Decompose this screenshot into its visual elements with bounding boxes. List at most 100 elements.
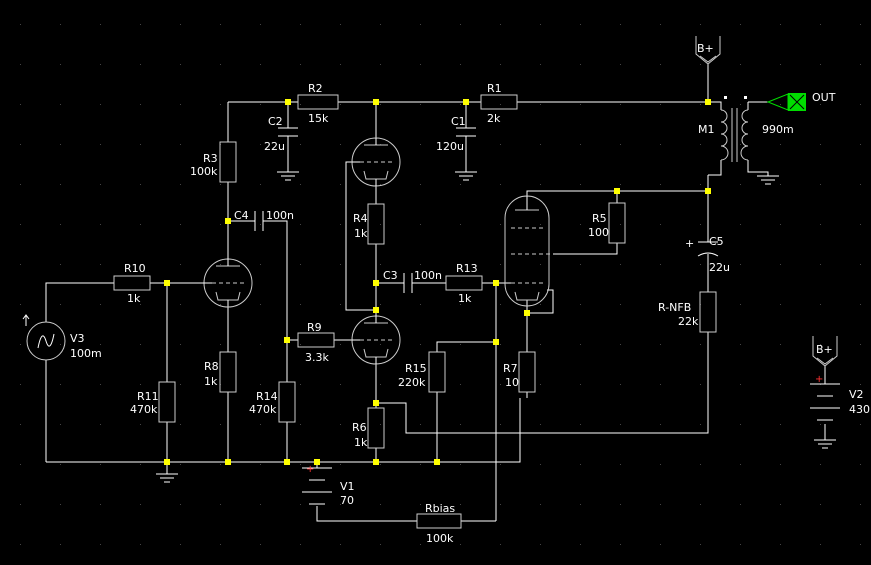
v2-plus: + <box>815 374 823 385</box>
label-out: OUT <box>812 91 836 104</box>
grid-dot <box>380 264 381 265</box>
grid-dot <box>420 104 421 105</box>
grid-dot <box>20 24 21 25</box>
grid-dot <box>460 64 461 65</box>
output-port[interactable] <box>766 93 806 111</box>
junction-dot <box>225 459 231 465</box>
grid-dot <box>220 464 221 465</box>
grid-dot <box>460 144 461 145</box>
label-r6-value: 1k <box>354 436 368 449</box>
grid-dot <box>340 144 341 145</box>
resistor-r9[interactable] <box>297 332 335 348</box>
grid-dot <box>20 544 21 545</box>
grid-dot <box>660 224 661 225</box>
battery-v2[interactable] <box>810 383 840 421</box>
grid-dot <box>540 224 541 225</box>
grid-dot <box>780 504 781 505</box>
resistor-r10[interactable] <box>113 275 151 291</box>
triode-input[interactable] <box>203 258 253 308</box>
resistor-r11[interactable] <box>158 381 176 423</box>
grid-dot <box>300 544 301 545</box>
grid-dot <box>420 224 421 225</box>
grid-dot <box>260 224 261 225</box>
junction-dot <box>285 99 291 105</box>
grid-dot <box>20 424 21 425</box>
m1-dot-primary <box>724 96 727 99</box>
ground-symbol <box>757 175 779 185</box>
resistor-r3[interactable] <box>219 141 237 183</box>
grid-dot <box>140 104 141 105</box>
grid-dot <box>660 464 661 465</box>
grid-dot <box>660 24 661 25</box>
grid-dot <box>20 104 21 105</box>
grid-dot <box>340 184 341 185</box>
grid-dot <box>740 304 741 305</box>
grid-dot <box>300 24 301 25</box>
wire-ground-bus <box>46 398 521 463</box>
wire-upper-grid <box>345 161 376 311</box>
grid-dot <box>220 304 221 305</box>
grid-dot <box>540 544 541 545</box>
grid-dot <box>500 384 501 385</box>
grid-dot <box>620 24 621 25</box>
capacitor-c4[interactable] <box>254 211 264 231</box>
grid-dot <box>620 464 621 465</box>
grid-dot <box>820 184 821 185</box>
grid-dot <box>300 344 301 345</box>
grid-dot <box>820 64 821 65</box>
grid-dot <box>220 504 221 505</box>
resistor-r4[interactable] <box>367 203 385 245</box>
grid-dot <box>380 64 381 65</box>
grid-dot <box>500 264 501 265</box>
grid-dot <box>700 344 701 345</box>
resistor-r6[interactable] <box>367 407 385 449</box>
wire-v1-bottom <box>316 506 417 522</box>
grid-dot <box>60 224 61 225</box>
label-bplus-2: B+ <box>816 343 833 356</box>
capacitor-c3[interactable] <box>403 273 413 293</box>
grid-dot <box>380 104 381 105</box>
grid-dot <box>140 344 141 345</box>
resistor-r1[interactable] <box>480 94 518 110</box>
resistor-r15[interactable] <box>428 351 446 393</box>
label-c3-name: C3 <box>383 269 398 282</box>
grid-dot <box>20 224 21 225</box>
resistor-r13[interactable] <box>445 275 483 291</box>
bplus-terminal-1[interactable] <box>695 36 721 65</box>
resistor-r5[interactable] <box>608 202 626 244</box>
resistor-r7[interactable] <box>518 351 536 393</box>
resistor-r14[interactable] <box>278 381 296 423</box>
grid-dot <box>340 504 341 505</box>
grid-dot <box>660 304 661 305</box>
junction-dot <box>373 99 379 105</box>
grid-dot <box>220 544 221 545</box>
triode-lower[interactable] <box>351 315 401 365</box>
grid-dot <box>60 264 61 265</box>
pentode-output[interactable] <box>504 195 553 307</box>
capacitor-c2[interactable] <box>278 127 298 137</box>
ac-source-v3[interactable] <box>22 314 66 361</box>
bplus-terminal-2[interactable] <box>812 336 838 367</box>
resistor-rbias[interactable] <box>416 513 462 529</box>
transformer-m1[interactable] <box>720 108 749 162</box>
label-r5-name: R5 <box>592 212 607 225</box>
battery-v1[interactable] <box>302 467 332 505</box>
wire-r15-top <box>436 341 496 352</box>
triode-upper[interactable] <box>351 137 401 187</box>
grid-dot <box>500 144 501 145</box>
wire-m1-top <box>708 101 722 110</box>
resistor-r8[interactable] <box>219 351 237 393</box>
resistor-r2[interactable] <box>297 94 339 110</box>
grid-dot <box>700 464 701 465</box>
grid-dot <box>740 144 741 145</box>
label-c3-value: 100n <box>414 269 442 282</box>
grid-dot <box>580 304 581 305</box>
grid-dot <box>100 504 101 505</box>
capacitor-c5[interactable] <box>697 241 719 257</box>
grid-dot <box>260 384 261 385</box>
v1-plus: + <box>306 464 314 475</box>
grid-dot <box>780 24 781 25</box>
resistor-rnfb[interactable] <box>699 291 717 333</box>
capacitor-c1[interactable] <box>456 127 476 137</box>
grid-dot <box>100 184 101 185</box>
